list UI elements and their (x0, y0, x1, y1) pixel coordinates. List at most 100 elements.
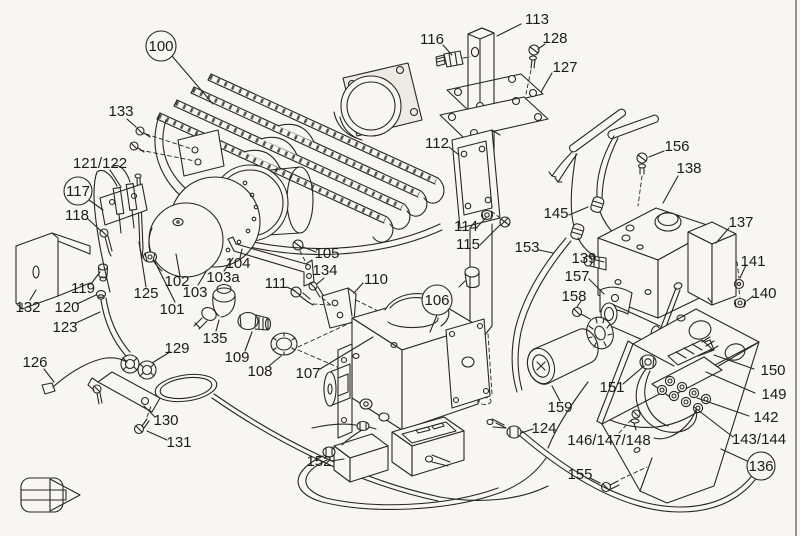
part-label-106: 106 (424, 292, 449, 309)
part-label-108: 108 (247, 363, 272, 380)
pipe-and-capillary (41, 297, 549, 502)
elbow-135 (193, 283, 236, 330)
part-label-152: 152 (306, 453, 331, 470)
screw-115 (489, 209, 511, 228)
part-label-121-122: 121/122 (73, 155, 127, 172)
screw-131 (133, 405, 152, 435)
cable-124 (486, 418, 767, 513)
connector-strip (667, 336, 719, 366)
callout-136: 136 (746, 451, 776, 481)
part-label-117: 117 (66, 183, 90, 200)
part-label-151: 151 (599, 379, 624, 396)
screw-128 (525, 44, 540, 95)
screw-158 (571, 306, 591, 320)
part-label-156: 156 (664, 138, 689, 155)
part-label-126: 126 (22, 354, 47, 371)
part-label-102: 102 (164, 273, 189, 290)
part-label-157: 157 (564, 268, 589, 285)
part-label-113: 113 (525, 11, 549, 28)
part-label-105: 105 (314, 245, 339, 262)
part-label-136: 136 (748, 458, 773, 475)
part-label-125: 125 (133, 285, 158, 302)
washer-141 (733, 278, 745, 290)
part-label-139: 139 (571, 250, 596, 267)
screw-118 (99, 228, 113, 257)
part-label-124: 124 (531, 420, 556, 437)
sensor-126 (41, 357, 128, 395)
screw-133 (129, 126, 196, 162)
knob-139 (583, 255, 607, 271)
part-label-128: 128 (542, 30, 567, 47)
dhs-logo-text: DHS (84, 476, 171, 520)
part-label-120: 120 (54, 299, 79, 316)
part-label-145: 145 (543, 205, 568, 222)
leader-lines (29, 23, 756, 484)
bracket-130 (87, 371, 161, 413)
part-label-116: 116 (420, 31, 444, 48)
part-label-109: 109 (224, 349, 249, 366)
part-label-114: 114 (454, 218, 478, 235)
part-label-146-147-148: 146/147/148 (567, 432, 650, 449)
callout-117: 117 (63, 176, 93, 206)
part-label-140: 140 (751, 285, 776, 302)
part-label-100: 100 (148, 38, 173, 55)
screw-156 (636, 152, 648, 207)
part-label-131: 131 (166, 434, 191, 451)
screw-134 (308, 281, 333, 307)
part-label-118: 118 (65, 207, 89, 224)
part-label-142: 142 (753, 409, 778, 426)
support-bracket-104 (227, 236, 315, 287)
burner-rail (173, 99, 411, 230)
part-label-135: 135 (202, 330, 227, 347)
bracket-112 (451, 129, 501, 229)
junction-box-shell (596, 308, 760, 504)
part-label-133: 133 (108, 103, 133, 120)
part-label-149: 149 (761, 386, 786, 403)
knob-159 (526, 328, 599, 385)
part-label-103a: 103a (206, 269, 240, 286)
part-label-123: 123 (52, 319, 77, 336)
part-label-159: 159 (547, 399, 572, 416)
nut-108 (270, 332, 298, 356)
burner-rail (190, 86, 428, 217)
part-label-115: 115 (456, 236, 480, 253)
control-box-assembly (511, 108, 747, 393)
part-label-130: 130 (153, 412, 178, 429)
bracket-132 (15, 232, 91, 310)
valve-knob (323, 363, 351, 407)
part-label-150: 150 (760, 362, 785, 379)
part-label-103: 103 (182, 284, 207, 301)
gas-valve (311, 293, 491, 477)
heat-exchanger-assembly (129, 62, 445, 256)
part-label-143-144: 143/144 (732, 431, 786, 448)
part-label-111: 111 (265, 275, 288, 292)
part-labels: 100 133 121/122 117 118 113 116 128 127 … (15, 11, 786, 483)
arrow-right-logo-icon (20, 477, 81, 513)
cable-152 (297, 429, 547, 510)
ignition-electrode-assembly (93, 165, 148, 300)
callout-100: 100 (145, 30, 177, 62)
burner-rail (207, 73, 445, 204)
grommet-120 (95, 290, 107, 300)
dhs-logo: DHS (20, 476, 171, 520)
callout-106: 106 (421, 284, 453, 316)
fitting-119 (97, 263, 109, 282)
part-label-158: 158 (561, 288, 586, 305)
part-label-127: 127 (552, 59, 577, 76)
part-label-134: 134 (312, 262, 337, 279)
part-label-119: 119 (71, 280, 95, 297)
plates-127 (439, 73, 549, 139)
part-label-112: 112 (425, 135, 449, 152)
grommet-129 (120, 354, 157, 380)
relay-module-137 (687, 221, 737, 372)
burner-tube (134, 164, 314, 278)
nut-140 (733, 297, 747, 309)
part-label-137: 137 (728, 214, 753, 231)
wires-153 (511, 237, 572, 393)
screw-146-147-148 (618, 409, 641, 434)
part-label-101: 101 (159, 301, 184, 318)
nut-114 (480, 209, 494, 221)
part-label-104: 104 (225, 255, 250, 272)
part-label-132: 132 (15, 299, 40, 316)
